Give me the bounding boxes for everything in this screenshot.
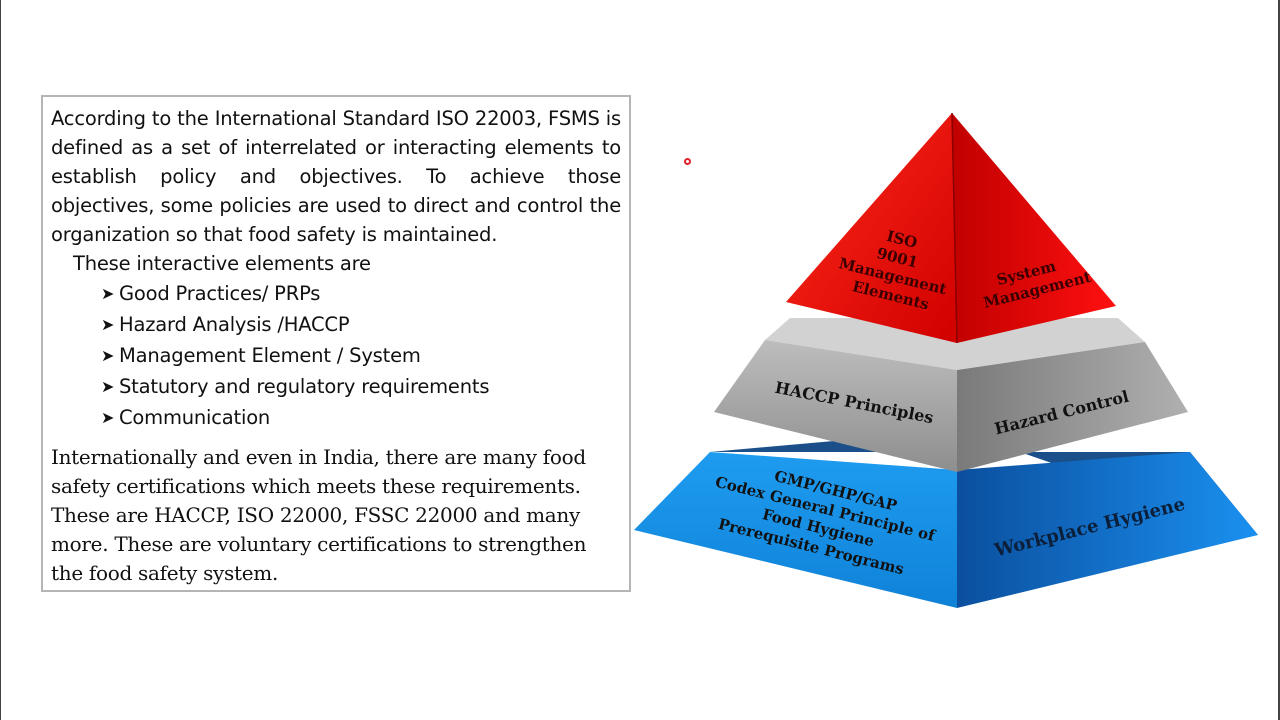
certifications-paragraph: Internationally and even in India, there… bbox=[51, 445, 587, 585]
list-item-label: Good Practices/ PRPs bbox=[119, 282, 321, 305]
arrow-bullet-icon: ➤ bbox=[101, 284, 115, 303]
interactive-elements-list: ➤Good Practices/ PRPs ➤Hazard Analysis /… bbox=[51, 278, 629, 433]
frame-edge-left bbox=[0, 0, 1, 720]
arrow-bullet-icon: ➤ bbox=[101, 377, 115, 396]
pyramid-tier-middle bbox=[714, 318, 1188, 472]
list-item: ➤Communication bbox=[101, 402, 629, 433]
list-item: ➤Management Element / System bbox=[101, 340, 629, 371]
list-item-label: Statutory and regulatory requirements bbox=[119, 375, 490, 398]
fsms-definition-paragraph: According to the International Standard … bbox=[51, 107, 621, 246]
arrow-bullet-icon: ➤ bbox=[101, 408, 115, 427]
list-item: ➤Good Practices/ PRPs bbox=[101, 278, 629, 309]
top-tier-edge bbox=[951, 112, 958, 344]
bottom-tier-right-face bbox=[957, 452, 1258, 608]
middle-tier-top-face bbox=[765, 318, 1145, 370]
elements-intro: These interactive elements are bbox=[73, 252, 371, 275]
list-item-label: Management Element / System bbox=[119, 344, 421, 367]
frame-edge-right bbox=[1278, 0, 1280, 720]
bottom-tier-back-top bbox=[710, 430, 1258, 535]
top-tier-left-face bbox=[786, 113, 957, 343]
pyramid-tier-top bbox=[786, 112, 1116, 344]
top-tier-right-face bbox=[952, 113, 1116, 343]
list-item-label: Hazard Analysis /HACCP bbox=[119, 313, 350, 336]
pyramid-tier-bottom bbox=[634, 430, 1258, 608]
bottom-tier-left-face bbox=[634, 452, 957, 608]
list-item: ➤Statutory and regulatory requirements bbox=[101, 371, 629, 402]
middle-tier-right-face bbox=[957, 342, 1188, 472]
middle-tier-left-face bbox=[714, 340, 957, 472]
definition-text-box: According to the International Standard … bbox=[41, 95, 631, 592]
list-item: ➤Hazard Analysis /HACCP bbox=[101, 309, 629, 340]
arrow-bullet-icon: ➤ bbox=[101, 315, 115, 334]
list-item-label: Communication bbox=[119, 406, 271, 429]
laser-pointer-dot bbox=[684, 158, 691, 165]
arrow-bullet-icon: ➤ bbox=[101, 346, 115, 365]
